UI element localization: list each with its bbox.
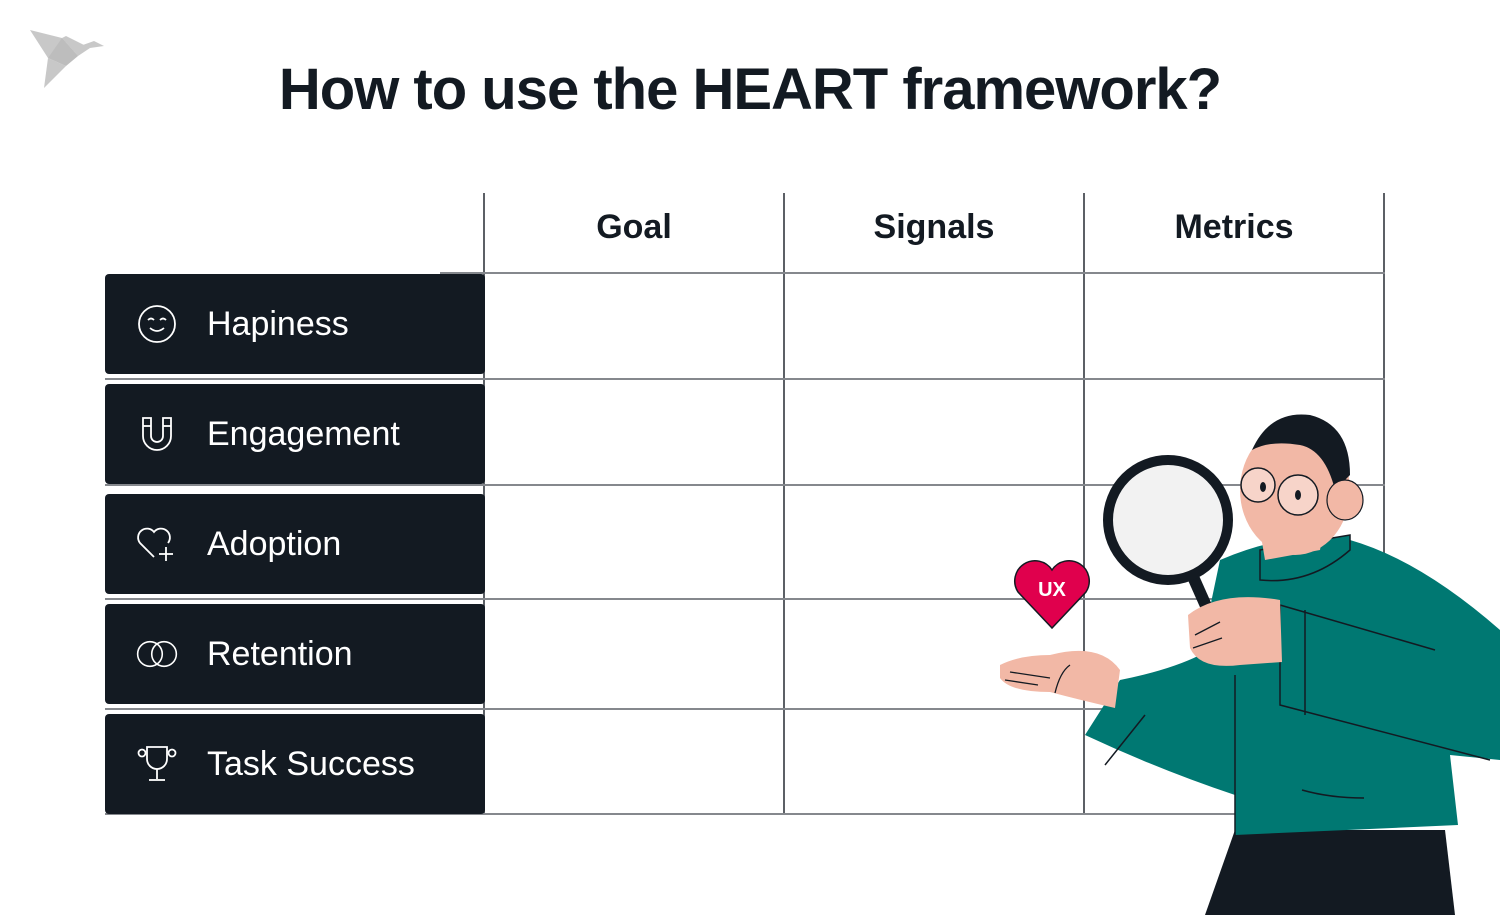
grid-line <box>105 813 1385 815</box>
smile-icon <box>135 302 179 346</box>
grid-line <box>783 193 785 814</box>
row-label-task-success: Task Success <box>105 714 485 814</box>
page-title: How to use the HEART framework? <box>278 57 1222 122</box>
grid-line <box>105 598 1385 600</box>
origami-bird-icon <box>30 30 104 88</box>
grid-line <box>440 272 1385 274</box>
grid-line <box>105 708 1385 710</box>
row-label-text: Hapiness <box>207 304 349 343</box>
heart-plus-icon <box>135 522 179 566</box>
row-label-text: Engagement <box>207 414 400 453</box>
row-label-text: Adoption <box>207 524 342 563</box>
grid-line <box>1383 193 1385 814</box>
grid-line <box>105 378 1385 380</box>
linked-rings-icon <box>135 632 179 676</box>
column-header-signals: Signals <box>873 208 995 246</box>
trophy-icon <box>135 742 179 786</box>
grid-line <box>105 484 1385 486</box>
row-label-happiness: Hapiness <box>105 274 485 374</box>
row-label-text: Retention <box>207 634 353 673</box>
ux-heart-badge: UX <box>1038 579 1066 601</box>
column-header-metrics: Metrics <box>1174 208 1294 246</box>
row-label-retention: Retention <box>105 604 485 704</box>
grid-line <box>1083 193 1085 814</box>
column-header-goal: Goal <box>596 208 672 246</box>
magnet-icon <box>135 412 179 456</box>
person-magnifier-illustration: UX <box>1000 414 1500 915</box>
row-label-text: Task Success <box>207 744 415 783</box>
row-label-adoption: Adoption <box>105 494 485 594</box>
row-label-engagement: Engagement <box>105 384 485 484</box>
